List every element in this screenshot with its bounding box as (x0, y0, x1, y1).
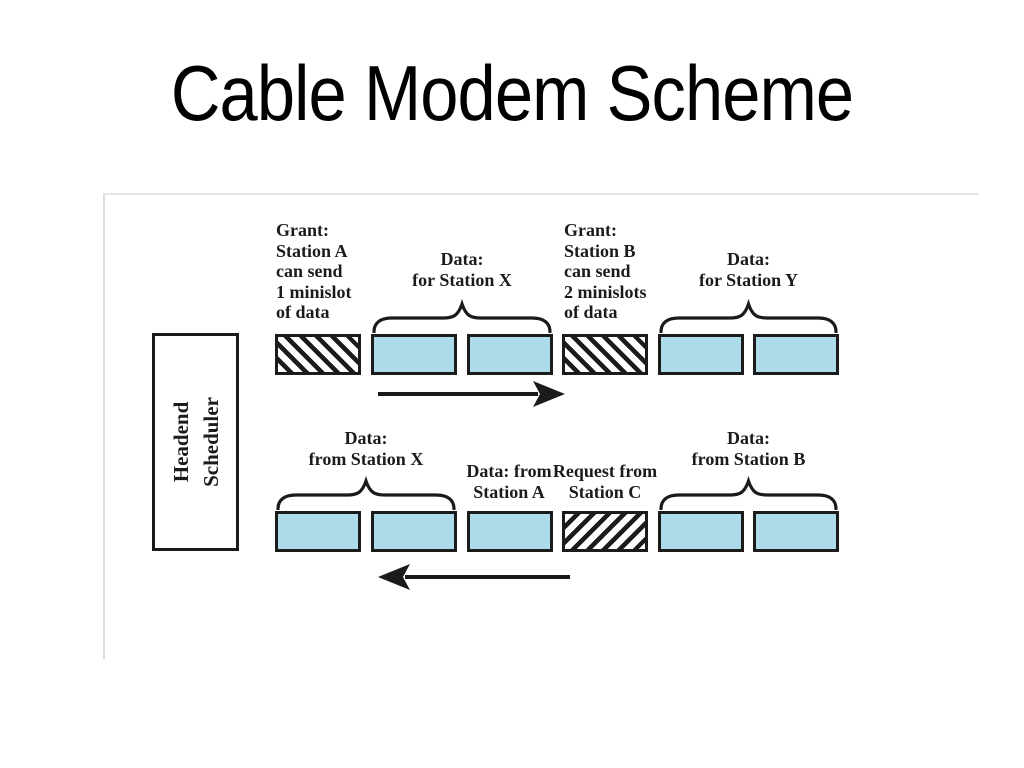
downstream-slot-grant-b (562, 334, 648, 375)
downstream-slot-grant-a (275, 334, 361, 375)
brace-icon (659, 479, 838, 510)
label-data-from-station-x: Data: from Station X (308, 428, 424, 469)
label-data-for-station-x: Data: for Station X (412, 249, 512, 290)
upstream-slot-data-x-2 (371, 511, 457, 552)
downstream-slot-data-y-1 (658, 334, 744, 375)
label-grant-station-a: Grant: Station A can send 1 minislot of … (276, 220, 352, 322)
upstream-arrow-icon (378, 564, 570, 590)
label-request-from-station-c: Request from Station C (552, 461, 658, 502)
headend-scheduler-label: Headend Scheduler (168, 397, 223, 487)
upstream-slot-data-a (467, 511, 553, 552)
upstream-slot-request-c (562, 511, 648, 552)
label-data-from-station-a: Data: from Station A (466, 461, 552, 502)
headend-scheduler-box: Headend Scheduler (152, 333, 239, 551)
label-data-for-station-y: Data: for Station Y (699, 249, 798, 290)
figure-frame (103, 193, 979, 659)
slide-title: Cable Modem Scheme (170, 49, 854, 137)
downstream-slot-data-x-2 (467, 334, 553, 375)
downstream-slot-data-x-1 (371, 334, 457, 375)
upstream-slot-data-b-1 (658, 511, 744, 552)
upstream-slot-data-b-2 (753, 511, 839, 552)
upstream-slot-data-x-1 (275, 511, 361, 552)
label-data-from-station-b: Data: from Station B (691, 428, 806, 469)
downstream-arrow-icon (378, 381, 565, 407)
label-grant-station-b: Grant: Station B can send 2 minislots of… (564, 220, 647, 322)
downstream-slot-data-y-2 (753, 334, 839, 375)
brace-icon (276, 479, 456, 510)
